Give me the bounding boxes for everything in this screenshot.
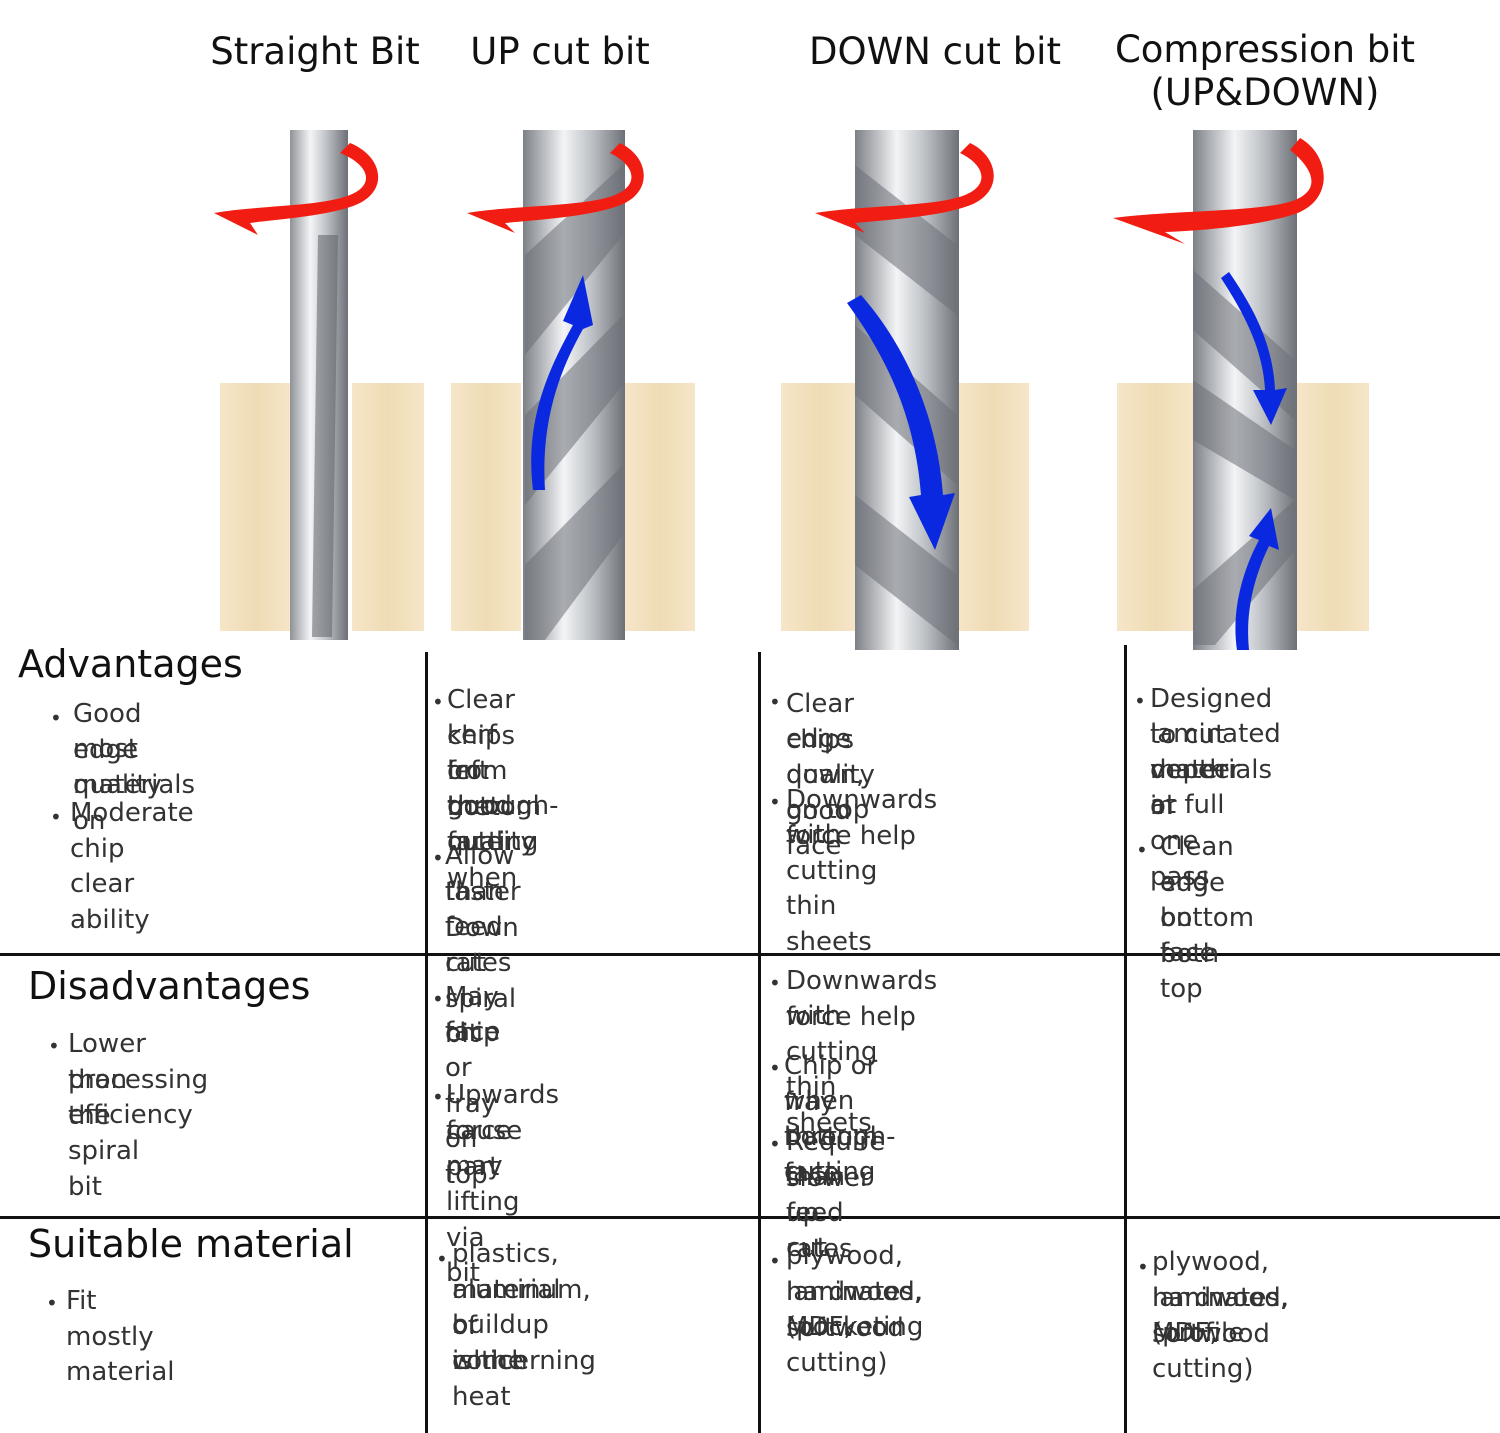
disadvantage-text: with cutting thin sheets [786,1001,878,1138]
advantage-text: on bottom face when [447,756,542,893]
advantage-text: Designed to cut veneer or [1150,684,1273,821]
chip-up-arrow-icon [531,275,593,490]
column-title-straight-bit: Straight Bit [210,30,420,73]
disadvantage-text: than up cut [786,1162,846,1263]
grid-line-vertical-2 [758,652,761,1433]
bullet-icon: • [769,1249,781,1273]
compression-title-line2: (UP&DOWN) [1150,71,1380,114]
bullet-icon: • [46,1291,58,1315]
rotation-arrow-icon [1113,138,1324,244]
advantage-text: with cutting thin sheets [786,820,878,957]
down-cut-bit-illustration [781,130,1029,650]
wood-block-right [955,383,1029,631]
disadvantage-text: when through-cutting [784,1086,896,1187]
disadvantage-text: Chip or fray bottom face [784,1051,879,1188]
wood-block-left [451,383,521,631]
chip-down-arrow-icon [1221,272,1287,425]
column-title-up-cut-bit: UP cut bit [470,30,650,73]
chip-down-arrow-icon [847,295,955,550]
advantage-text: laminated materials at full [1150,719,1281,820]
wood-block-right [625,383,695,631]
up-cut-bit-illustration [451,130,695,640]
suitable-text: concerning [452,1346,596,1376]
bullet-icon: • [432,846,444,870]
advantage-text: Good edge quality on [73,699,162,836]
bullet-icon: • [1137,1255,1149,1279]
suitable-material-heading: Suitable material [28,1222,354,1266]
column-title-compression-bit: Compression bit (UP&DOWN) [1105,28,1425,114]
bullet-icon: • [432,1085,444,1109]
suitable-text: buildup is the [452,1310,549,1376]
column-title-down-cut-bit: DOWN cut bit [809,30,1061,73]
advantage-text: edge quality on top face [786,724,875,861]
suitable-text: Fit mostly material [66,1286,175,1387]
straight-bit-illustration [214,130,424,640]
suitable-text: plastics, aluminum, or [452,1239,591,1340]
suitable-text: plywood, laminates, MDF, [786,1241,923,1342]
suitable-text: (profile cutting) [1152,1318,1254,1384]
bullet-icon: • [769,971,781,995]
wood-block-right [352,383,424,631]
wood-block-right [1297,383,1369,631]
suitable-text: plywood, laminates, MDF, [1152,1247,1289,1348]
disadvantage-text: May chip or fray on top [445,982,500,1190]
bullet-icon: • [50,805,62,829]
disadvantage-text: Require slower feed rates [786,1127,886,1264]
disadvantage-text: face [445,1017,501,1047]
advantage-text: Moderate chip clear ability [70,798,194,935]
advantage-text: most materials [73,734,196,800]
bit-flute [312,235,338,637]
wood-block-left [781,383,857,631]
rotation-arrow-icon [467,143,644,233]
bullet-icon: • [769,690,781,714]
grid-line-horizontal-1 [0,953,1500,956]
bullet-icon: • [769,1056,781,1080]
advantage-text: than Down cut spiral bit [445,877,519,1049]
compression-title-line1: Compression bit [1114,28,1416,71]
disadvantage-text: Lower processing efficiency [68,1029,209,1130]
advantage-text: Clear chips from the [447,685,516,822]
bullet-icon: • [769,1132,781,1156]
suitable-text: (pocketing cutting) [786,1312,924,1378]
bullet-icon: • [436,1247,448,1271]
bullet-icon: • [1136,838,1148,862]
bullet-icon: • [50,706,62,730]
disadvantage-text: Upwards force may [446,1080,560,1181]
bullet-icon: • [769,790,781,814]
bullet-icon: • [432,690,444,714]
grid-line-horizontal-2 [0,1216,1500,1219]
advantage-text: through-cutting [447,791,559,857]
rotation-arrow-icon [815,143,994,233]
advantage-text: kerf left good quality [447,720,536,857]
disadvantage-text: Downwards force help [786,966,938,1032]
advantage-text: Clean edge on both top [1160,832,1234,1004]
wood-block-left [1117,383,1193,631]
advantage-text: Allow faster feed rates [445,841,521,978]
rotation-arrow-icon [214,143,379,235]
suitable-text: hardwood, softwood [786,1277,923,1343]
suitable-text: material of which heat [452,1275,561,1412]
disadvantage-text: cause part lifting via bit [446,1116,523,1288]
advantage-text: depth in one pass [1150,755,1226,892]
advantages-heading: Advantages [18,642,243,686]
wood-block-left [220,383,292,631]
grid-line-vertical-3 [1124,645,1127,1433]
grid-line-vertical-1 [425,652,428,1433]
advantage-text: Clear chips down, good [786,689,865,826]
chip-up-arrow-icon [1235,508,1279,650]
advantage-text: Downwards force help [786,785,938,851]
bullet-icon: • [1134,689,1146,713]
disadvantage-text: than the spiral bit [68,1065,140,1202]
bit-spiral [525,165,623,640]
bit-spiral-down [1193,270,1295,500]
disadvantages-heading: Disadvantages [28,964,311,1008]
bullet-icon: • [432,987,444,1011]
compression-bit-illustration [1113,130,1369,650]
bullet-icon: • [48,1034,60,1058]
suitable-text: hardwood, softwood [1152,1283,1289,1349]
advantage-text: and bottom face [1160,867,1255,968]
